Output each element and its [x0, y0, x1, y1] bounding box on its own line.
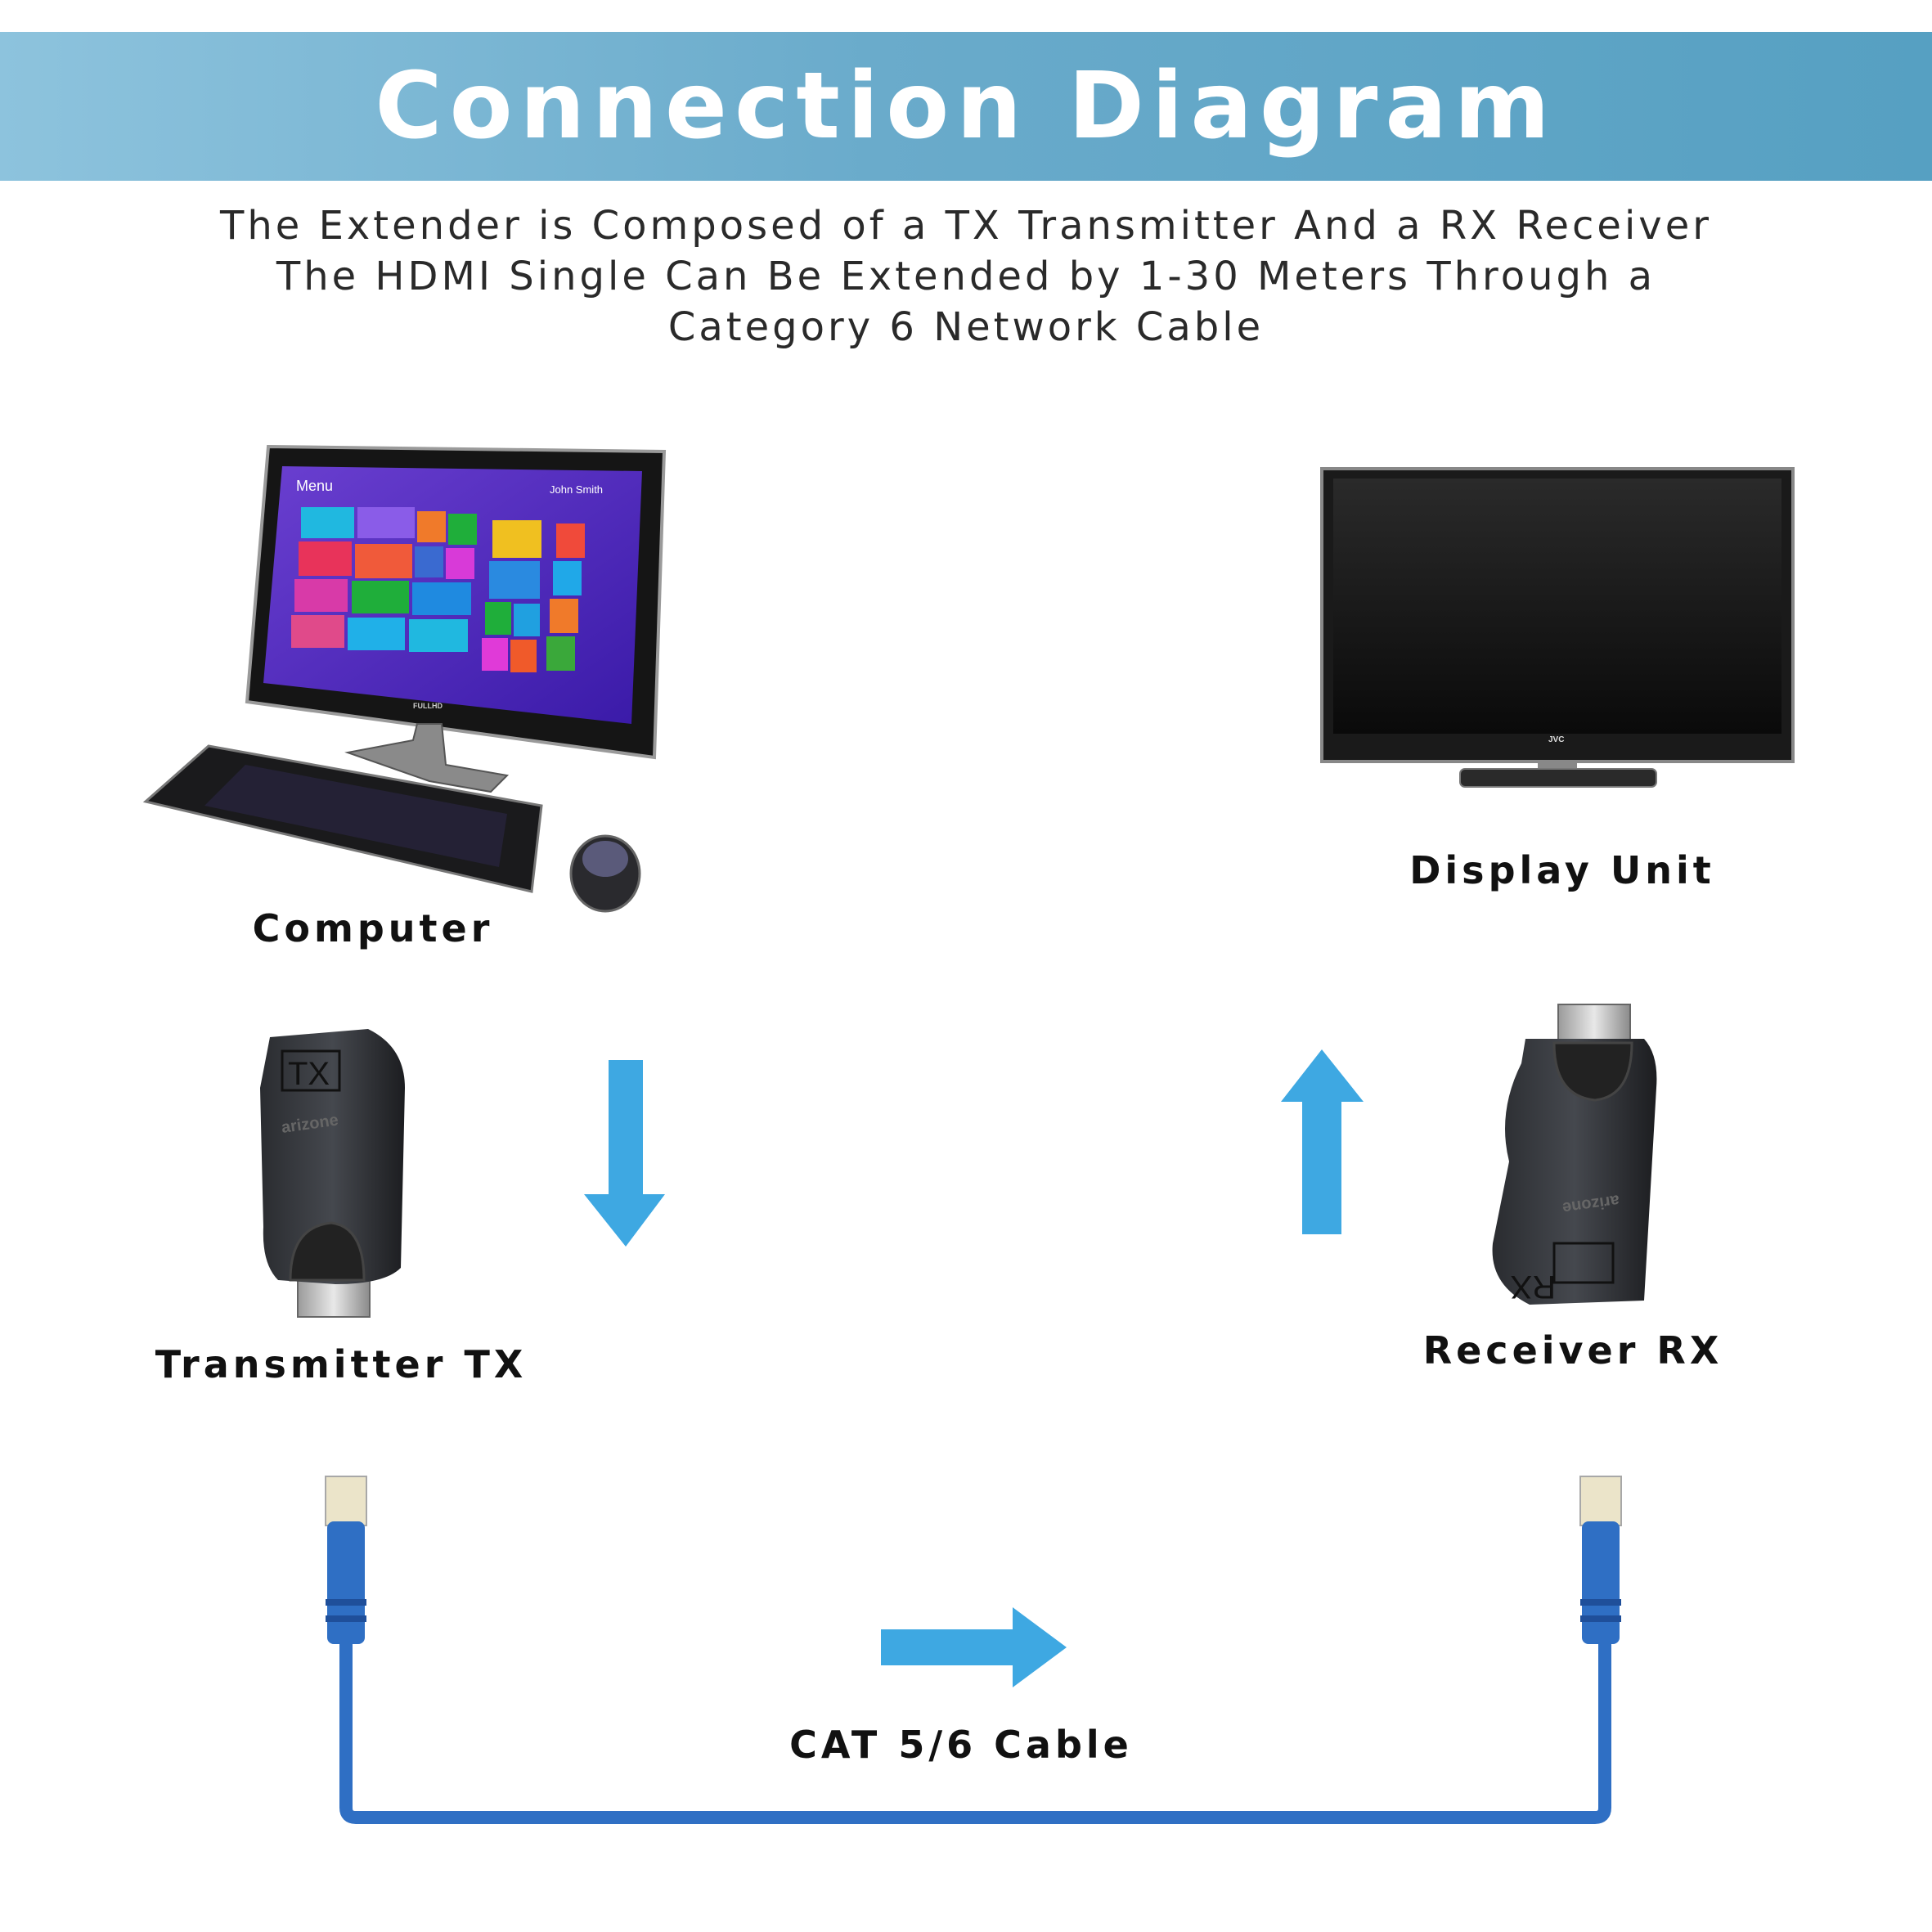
tv-screen — [1333, 479, 1781, 734]
receiver-label: Receiver RX — [1422, 1328, 1723, 1373]
tv-stand — [1459, 768, 1657, 788]
network-cable — [325, 1476, 1622, 1824]
description-line-2: The HDMI Single Can Be Extended by 1-30 … — [276, 254, 1656, 299]
computer-label: Computer — [252, 906, 494, 950]
computer-illustration: Menu John Smith — [142, 444, 667, 913]
rj45-connector-left — [325, 1476, 367, 1644]
tx-badge-frame — [281, 1049, 341, 1092]
transmitter-illustration: TX arizone — [260, 1029, 405, 1318]
screen-user-text: John Smith — [550, 483, 603, 496]
monitor-brand: FULLHD — [413, 702, 443, 710]
screen-menu-text: Menu — [296, 478, 333, 494]
display-unit-label: Display Unit — [1409, 848, 1715, 892]
description-line-1: The Extender is Composed of a TX Transmi… — [220, 203, 1712, 249]
transmitter-label: Transmitter TX — [155, 1342, 528, 1386]
rx-badge-frame — [1552, 1242, 1615, 1284]
page-title: Connection Diagram — [375, 53, 1557, 160]
cable-label: CAT 5/6 Cable — [789, 1723, 1133, 1767]
screen-tiles — [291, 507, 585, 672]
display-illustration: JVC — [1320, 467, 1795, 788]
receiver-illustration: RX arizone — [1492, 1004, 1657, 1305]
tv-brand: JVC — [1548, 735, 1564, 744]
arrow-down-icon — [584, 1060, 665, 1247]
monitor-stand — [344, 723, 510, 793]
rx-badge: RX — [1510, 1269, 1556, 1305]
header-banner — [0, 32, 1932, 181]
description-line-3: Category 6 Network Cable — [667, 304, 1265, 350]
tx-badge: TX — [288, 1056, 330, 1092]
arrow-up-icon — [1281, 1049, 1364, 1234]
arrow-right-icon — [881, 1607, 1067, 1687]
rj45-connector-right — [1579, 1476, 1622, 1644]
mouse — [569, 834, 641, 913]
